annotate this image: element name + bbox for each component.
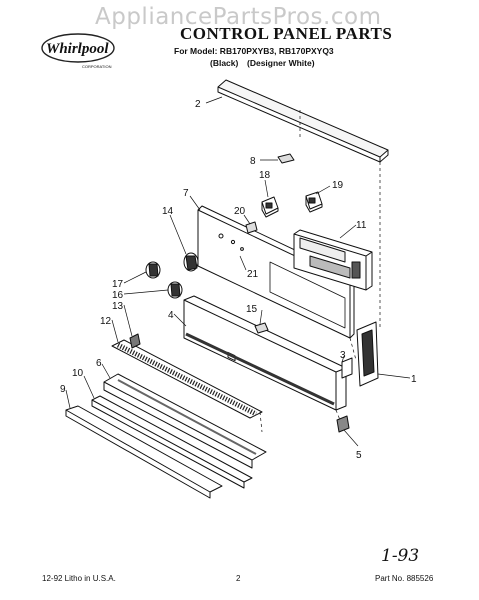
part-9-base-plate: [65, 405, 223, 499]
callout-15: 15: [246, 304, 258, 315]
callout-14: 14: [162, 206, 174, 217]
callout-1: 1: [411, 374, 417, 385]
svg-text:CORPORATION: CORPORATION: [82, 64, 112, 69]
callout-3: 3: [340, 350, 346, 361]
part-20-grommet: [245, 221, 258, 234]
part-13-bracket: [129, 333, 141, 349]
page-title: CONTROL PANEL PARTS: [180, 24, 393, 43]
variant-black: (Black): [210, 58, 239, 68]
svg-text:Whirlpool: Whirlpool: [46, 41, 109, 57]
part-12-vent-grille: [111, 339, 263, 419]
callout-12: 12: [100, 316, 112, 327]
part-18-switch: [261, 196, 279, 218]
callout-11: 11: [356, 220, 367, 231]
part-6-lower-panel: [103, 373, 267, 469]
part-10-trim-strip: [91, 395, 253, 489]
part-2-trim-strip: [217, 79, 389, 163]
part-14-knob: [183, 252, 199, 272]
model-line: For Model: RB170PXYB3, RB170PXYQ3: [174, 46, 334, 56]
part-19-switch: [305, 191, 323, 213]
callout-4: 4: [168, 310, 174, 321]
callout-10: 10: [72, 368, 84, 379]
callout-5: 5: [356, 450, 362, 461]
callout-21: 21: [247, 269, 259, 280]
callout-17: 17: [112, 279, 124, 290]
part-16-knob: [167, 281, 183, 299]
callout-18: 18: [259, 170, 271, 181]
part-1-end-cap: [356, 321, 379, 387]
watermark-text: AppliancePartsPros.com: [95, 4, 382, 30]
callout-16: 16: [112, 290, 124, 301]
callout-19: 19: [332, 180, 344, 191]
variant-designer-white: (Designer White): [247, 58, 315, 68]
footer-print-date: 12-92 Litho in U.S.A.: [42, 574, 116, 583]
callout-7: 7: [183, 188, 189, 199]
callout-20: 20: [234, 206, 246, 217]
handwritten-note: 1-93: [381, 546, 420, 566]
callout-2: 2: [195, 99, 201, 110]
part-5-clip: [336, 415, 350, 433]
callout-6: 6: [96, 358, 102, 369]
part-17-knob: [145, 261, 161, 279]
callout-13: 13: [112, 301, 124, 312]
part-3-bracket: [341, 357, 353, 379]
footer-part-number: Part No. 885526: [375, 574, 434, 583]
whirlpool-logo: Whirlpool CORPORATION: [41, 33, 115, 69]
footer-page-number: 2: [236, 574, 241, 583]
part-11-electronic-control: [293, 229, 373, 291]
callout-9: 9: [60, 384, 66, 395]
part-15-clip: [254, 322, 269, 334]
part-8-clip: [277, 153, 295, 164]
callout-8: 8: [250, 156, 256, 167]
